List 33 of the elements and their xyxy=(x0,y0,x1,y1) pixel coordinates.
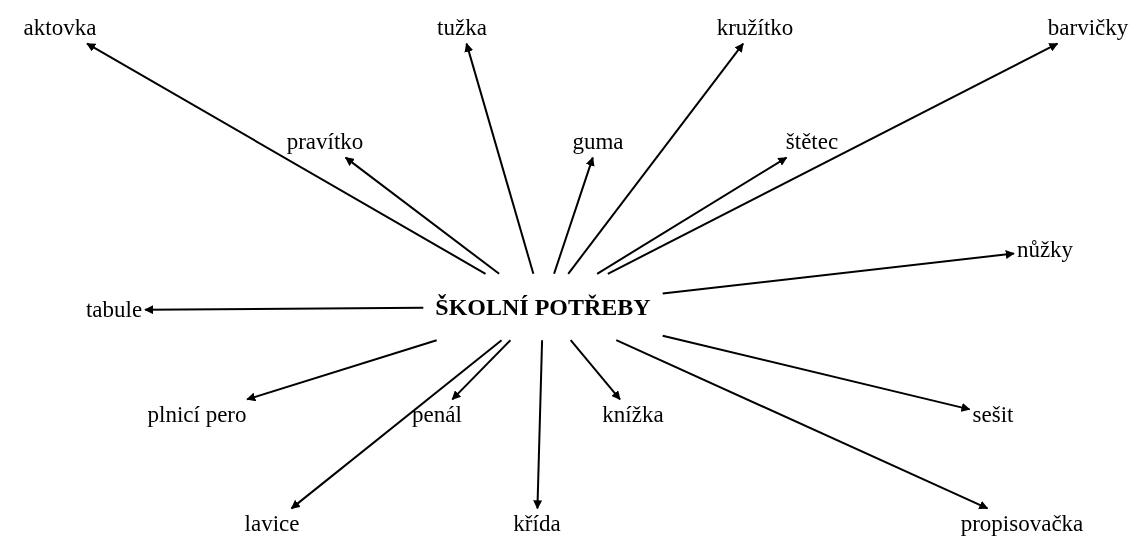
arrow xyxy=(553,156,595,275)
arrow xyxy=(615,339,989,510)
node-label: tabule xyxy=(85,297,143,323)
arrow xyxy=(596,156,788,275)
arrow xyxy=(661,334,971,412)
arrow xyxy=(290,339,503,510)
arrow xyxy=(246,339,438,402)
node-label: aktovka xyxy=(23,15,97,41)
node-label: propisovačka xyxy=(960,511,1084,537)
node-label: kružítko xyxy=(716,15,794,41)
node-label: nůžky xyxy=(1016,237,1074,263)
node-label: štětec xyxy=(785,129,839,155)
arrow xyxy=(661,249,1015,295)
node-label: tužka xyxy=(437,15,487,41)
arrow xyxy=(464,42,535,275)
arrow xyxy=(569,339,621,401)
arrow xyxy=(86,42,487,275)
node-label: pravítko xyxy=(286,129,364,155)
node-label: plnicí pero xyxy=(147,402,247,428)
node-label: křída xyxy=(513,511,561,537)
arrow xyxy=(567,42,745,275)
node-label: knížka xyxy=(602,402,664,428)
arrow xyxy=(451,339,512,401)
node-label: ŠKOLNÍ POTŘEBY xyxy=(435,293,651,320)
node-label: lavice xyxy=(244,511,300,537)
node-label: penál xyxy=(412,402,462,428)
arrow xyxy=(144,305,425,315)
node-label: guma xyxy=(572,129,624,155)
arrow xyxy=(344,156,501,275)
node-label: sešit xyxy=(972,402,1014,428)
arrow xyxy=(606,42,1059,275)
node-label: barvičky xyxy=(1047,15,1129,41)
arrow xyxy=(533,339,544,510)
